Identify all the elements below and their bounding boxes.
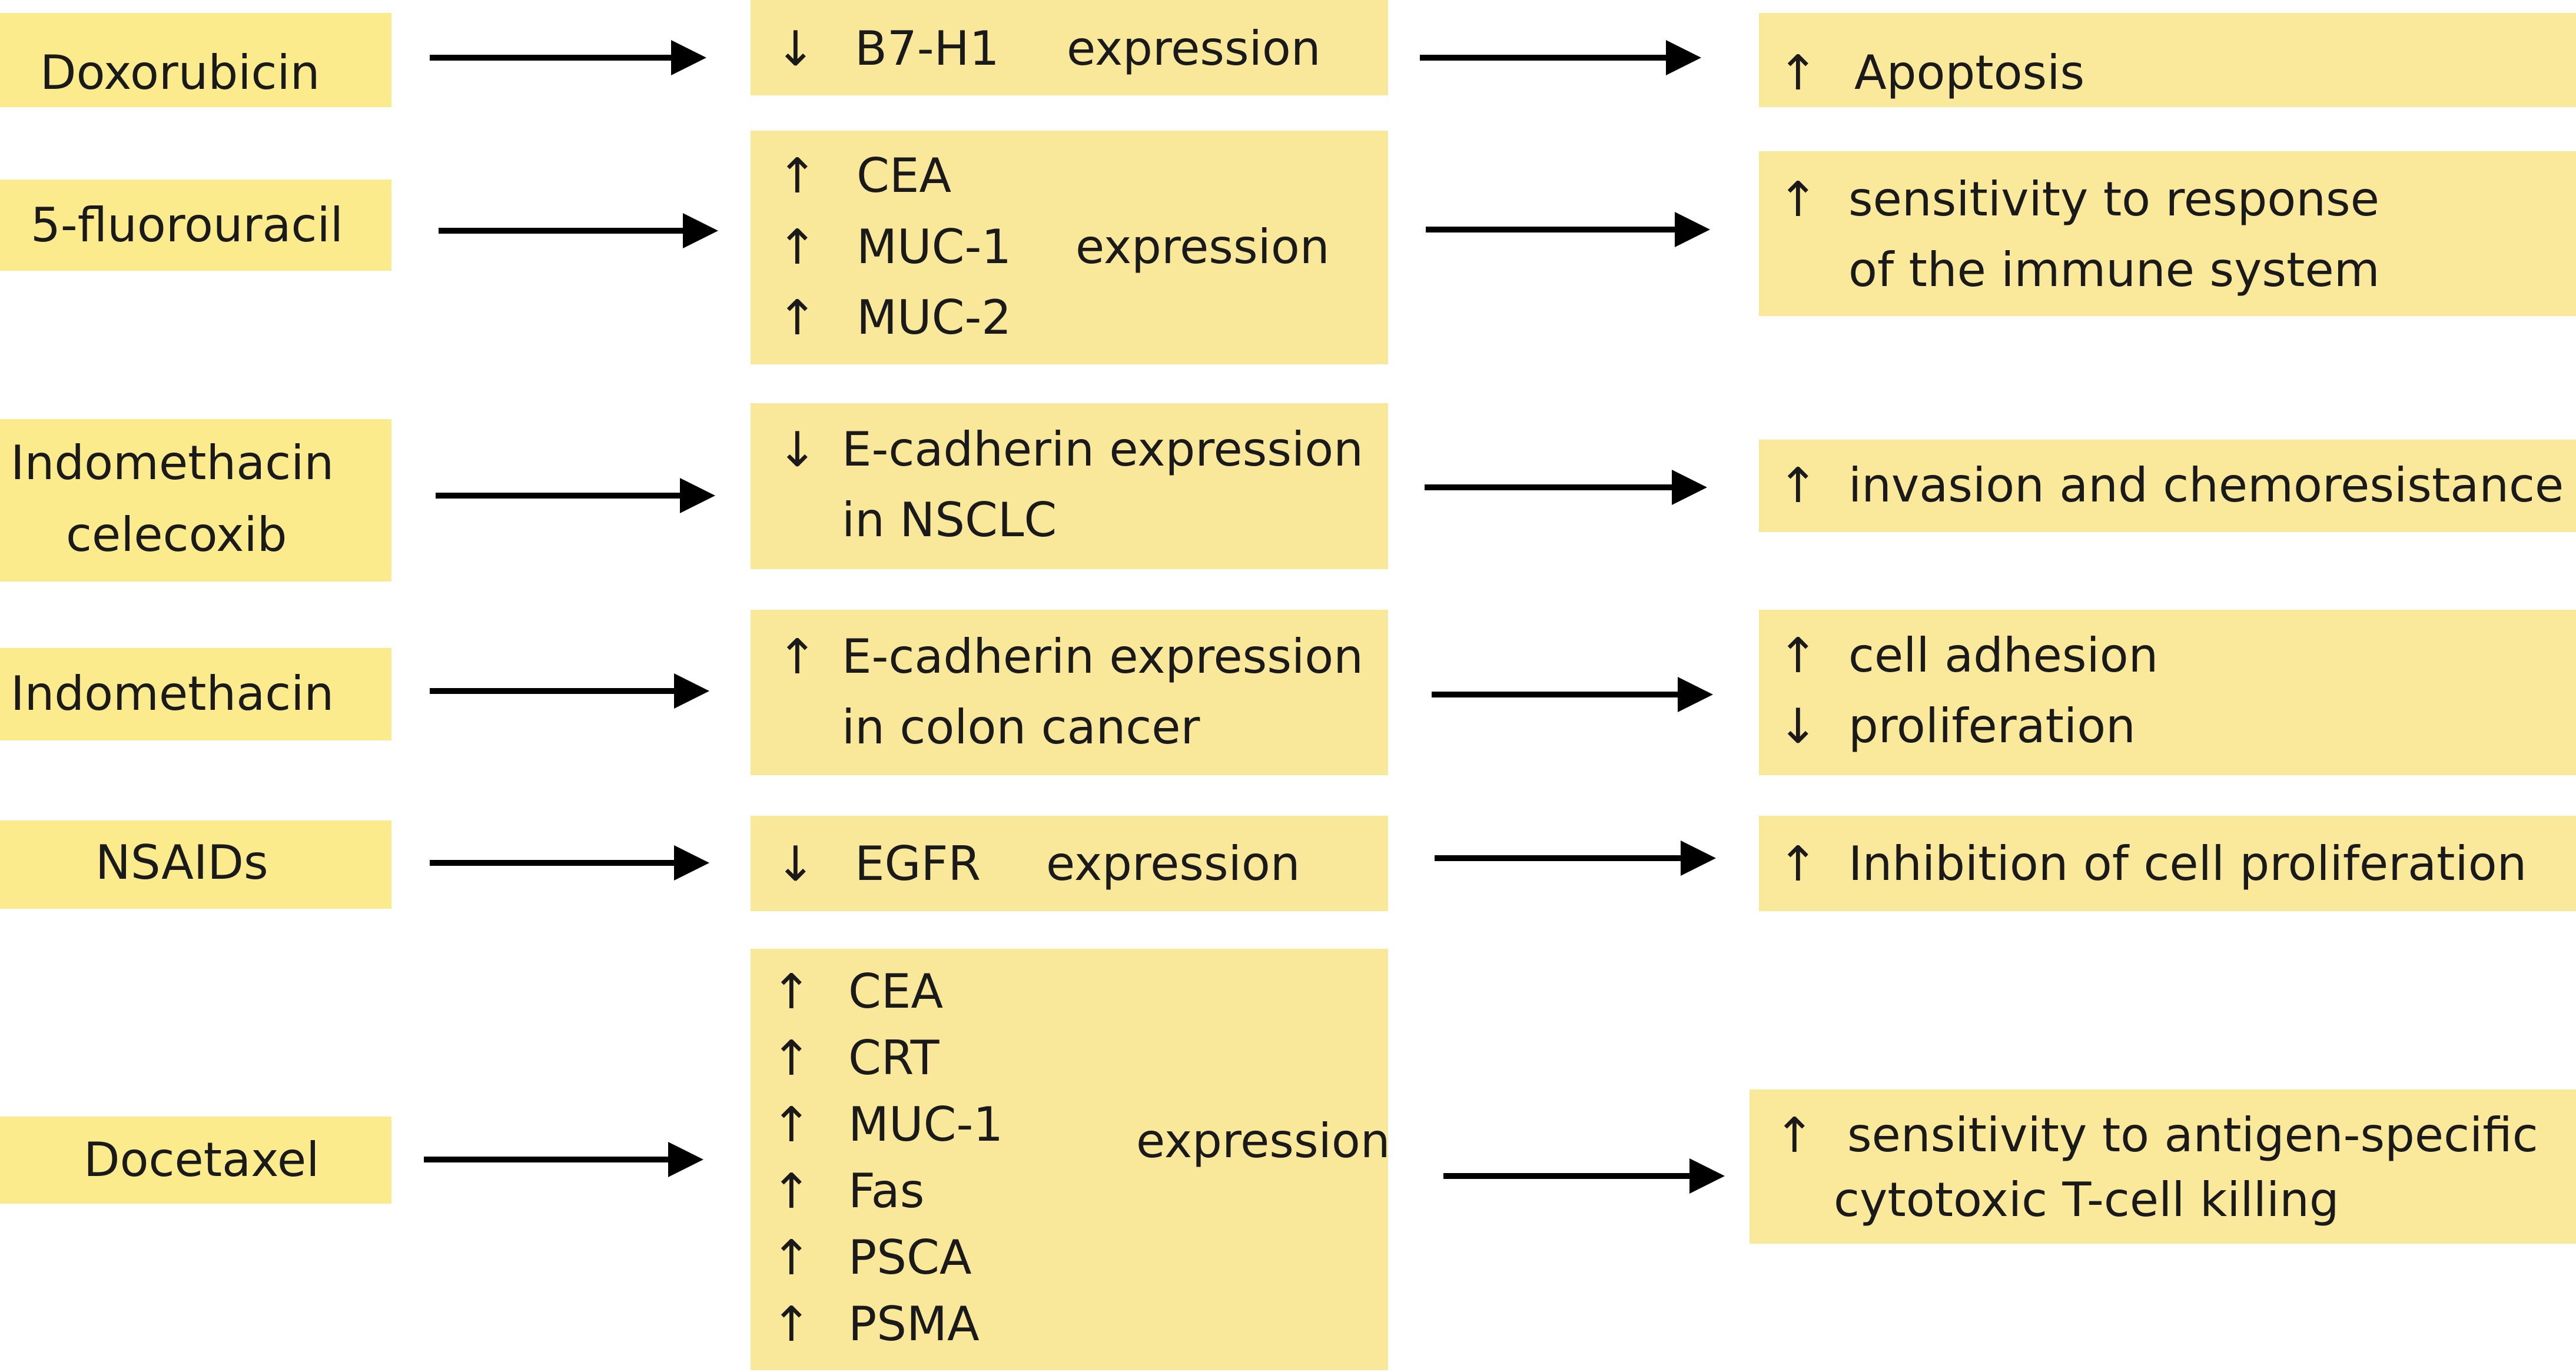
result-box-inhibition: ↑ Inhibition of cell proliferation <box>1759 816 2576 911</box>
up-arrow-icon: ↑ <box>1778 836 1818 892</box>
mechanism-box-docetaxel-markers: ↑ CEA ↑ CRT ↑ MUC-1 ↑ Fas ↑ PSCA ↑ PSMA … <box>751 949 1390 1370</box>
mechanism-box-e-cadherin-colon: ↑ E-cadherin expression in colon cancer <box>751 610 1388 775</box>
up-arrow-icon: ↑ <box>771 1031 812 1087</box>
drug-box-docetaxel: Docetaxel <box>0 1117 391 1204</box>
mechanism-label: CEA <box>848 964 944 1019</box>
mechanism-label: CRT <box>848 1031 940 1085</box>
mechanism-label: in colon cancer <box>842 700 1200 755</box>
up-arrow-icon: ↑ <box>771 1230 812 1286</box>
result-box-cell-adhesion: ↑ cell adhesion ↓ proliferation <box>1759 610 2576 775</box>
up-arrow-icon: ↑ <box>1778 172 1818 228</box>
down-arrow-icon: ↓ <box>777 422 818 478</box>
mechanism-label: PSMA <box>848 1297 980 1351</box>
drug-label: 5-fluorouracil <box>31 198 343 253</box>
mechanism-suffix: expression <box>1067 21 1321 76</box>
up-arrow-icon: ↑ <box>777 148 818 204</box>
mechanism-label: Fas <box>848 1164 925 1218</box>
mechanism-label: MUC-2 <box>857 290 1012 345</box>
down-arrow-icon: ↓ <box>1778 699 1818 755</box>
drug-label: Docetaxel <box>84 1132 320 1187</box>
result-label: sensitivity to antigen-specific <box>1847 1108 2538 1162</box>
result-label: proliferation <box>1848 699 2136 753</box>
mechanism-box-egfr: ↓ EGFR expression <box>751 816 1388 911</box>
up-arrow-icon: ↑ <box>771 1164 812 1220</box>
down-arrow-icon: ↓ <box>775 836 816 892</box>
down-arrow-icon: ↓ <box>775 21 816 77</box>
drug-box-indomethacin-celecoxib: Indomethacin celecoxib <box>0 419 391 582</box>
mechanism-box-cea-muc: ↑ CEA ↑ MUC-1 ↑ MUC-2 expression <box>751 131 1388 364</box>
result-label: Inhibition of cell proliferation <box>1848 836 2527 891</box>
result-box-t-cell-killing: ↑ sensitivity to antigen-specific cytoto… <box>1750 1089 2576 1244</box>
mechanism-label: CEA <box>857 148 952 203</box>
drug-label: Indomethacin <box>11 436 334 490</box>
drug-label: Doxorubicin <box>40 45 320 100</box>
mechanism-box-e-cadherin-nsclc: ↓ E-cadherin expression in NSCLC <box>751 403 1388 569</box>
result-label: invasion and chemoresistance <box>1848 458 2564 513</box>
mechanism-suffix: expression <box>1136 1114 1390 1168</box>
drug-box-nsaids: NSAIDs <box>0 820 391 909</box>
mechanism-label: PSCA <box>848 1230 972 1285</box>
up-arrow-icon: ↑ <box>1778 458 1818 514</box>
mechanism-label: B7-H1 <box>855 21 1000 76</box>
up-arrow-icon: ↑ <box>771 1097 812 1153</box>
up-arrow-icon: ↑ <box>771 1297 812 1353</box>
result-box-invasion: ↑ invasion and chemoresistance <box>1759 440 2576 532</box>
arrow-group-mechanism-to-result <box>1420 40 1725 1194</box>
result-label: of the immune system <box>1848 242 2380 297</box>
result-label: cell adhesion <box>1848 628 2159 683</box>
result-box-immune-sensitivity: ↑ sensitivity to response of the immune … <box>1759 151 2576 316</box>
up-arrow-icon: ↑ <box>1774 1108 1815 1164</box>
up-arrow-icon: ↑ <box>777 220 818 275</box>
up-arrow-icon: ↑ <box>777 290 818 346</box>
drug-label: NSAIDs <box>95 835 268 890</box>
mechanism-label: EGFR <box>855 836 981 891</box>
mechanism-label: MUC-1 <box>857 220 1012 274</box>
drug-box-doxorubicin: Doxorubicin <box>0 13 391 107</box>
mechanism-label: E-cadherin expression <box>842 629 1363 684</box>
mechanism-suffix: expression <box>1046 836 1300 891</box>
mechanism-suffix: expression <box>1075 220 1330 274</box>
result-box-apoptosis: ↑ Apoptosis <box>1759 13 2576 107</box>
up-arrow-icon: ↑ <box>1778 45 1818 101</box>
mechanism-box-b7h1: ↓ B7-H1 expression <box>751 0 1388 95</box>
drug-box-5-fluorouracil: 5-fluorouracil <box>0 180 391 271</box>
mechanism-label: in NSCLC <box>842 493 1057 547</box>
up-arrow-icon: ↑ <box>777 629 818 685</box>
result-label: cytotoxic T-cell killing <box>1834 1172 2339 1227</box>
drug-label: celecoxib <box>66 507 287 562</box>
drug-box-indomethacin: Indomethacin <box>0 648 391 740</box>
mechanism-label: E-cadherin expression <box>842 422 1363 477</box>
up-arrow-icon: ↑ <box>771 964 812 1020</box>
result-label: sensitivity to response <box>1848 172 2379 227</box>
drug-label: Indomethacin <box>11 666 334 721</box>
arrow-group-drug-to-mechanism <box>424 40 718 1177</box>
mechanism-label: MUC-1 <box>848 1097 1004 1152</box>
result-label: Apoptosis <box>1854 45 2085 100</box>
up-arrow-icon: ↑ <box>1778 628 1818 684</box>
